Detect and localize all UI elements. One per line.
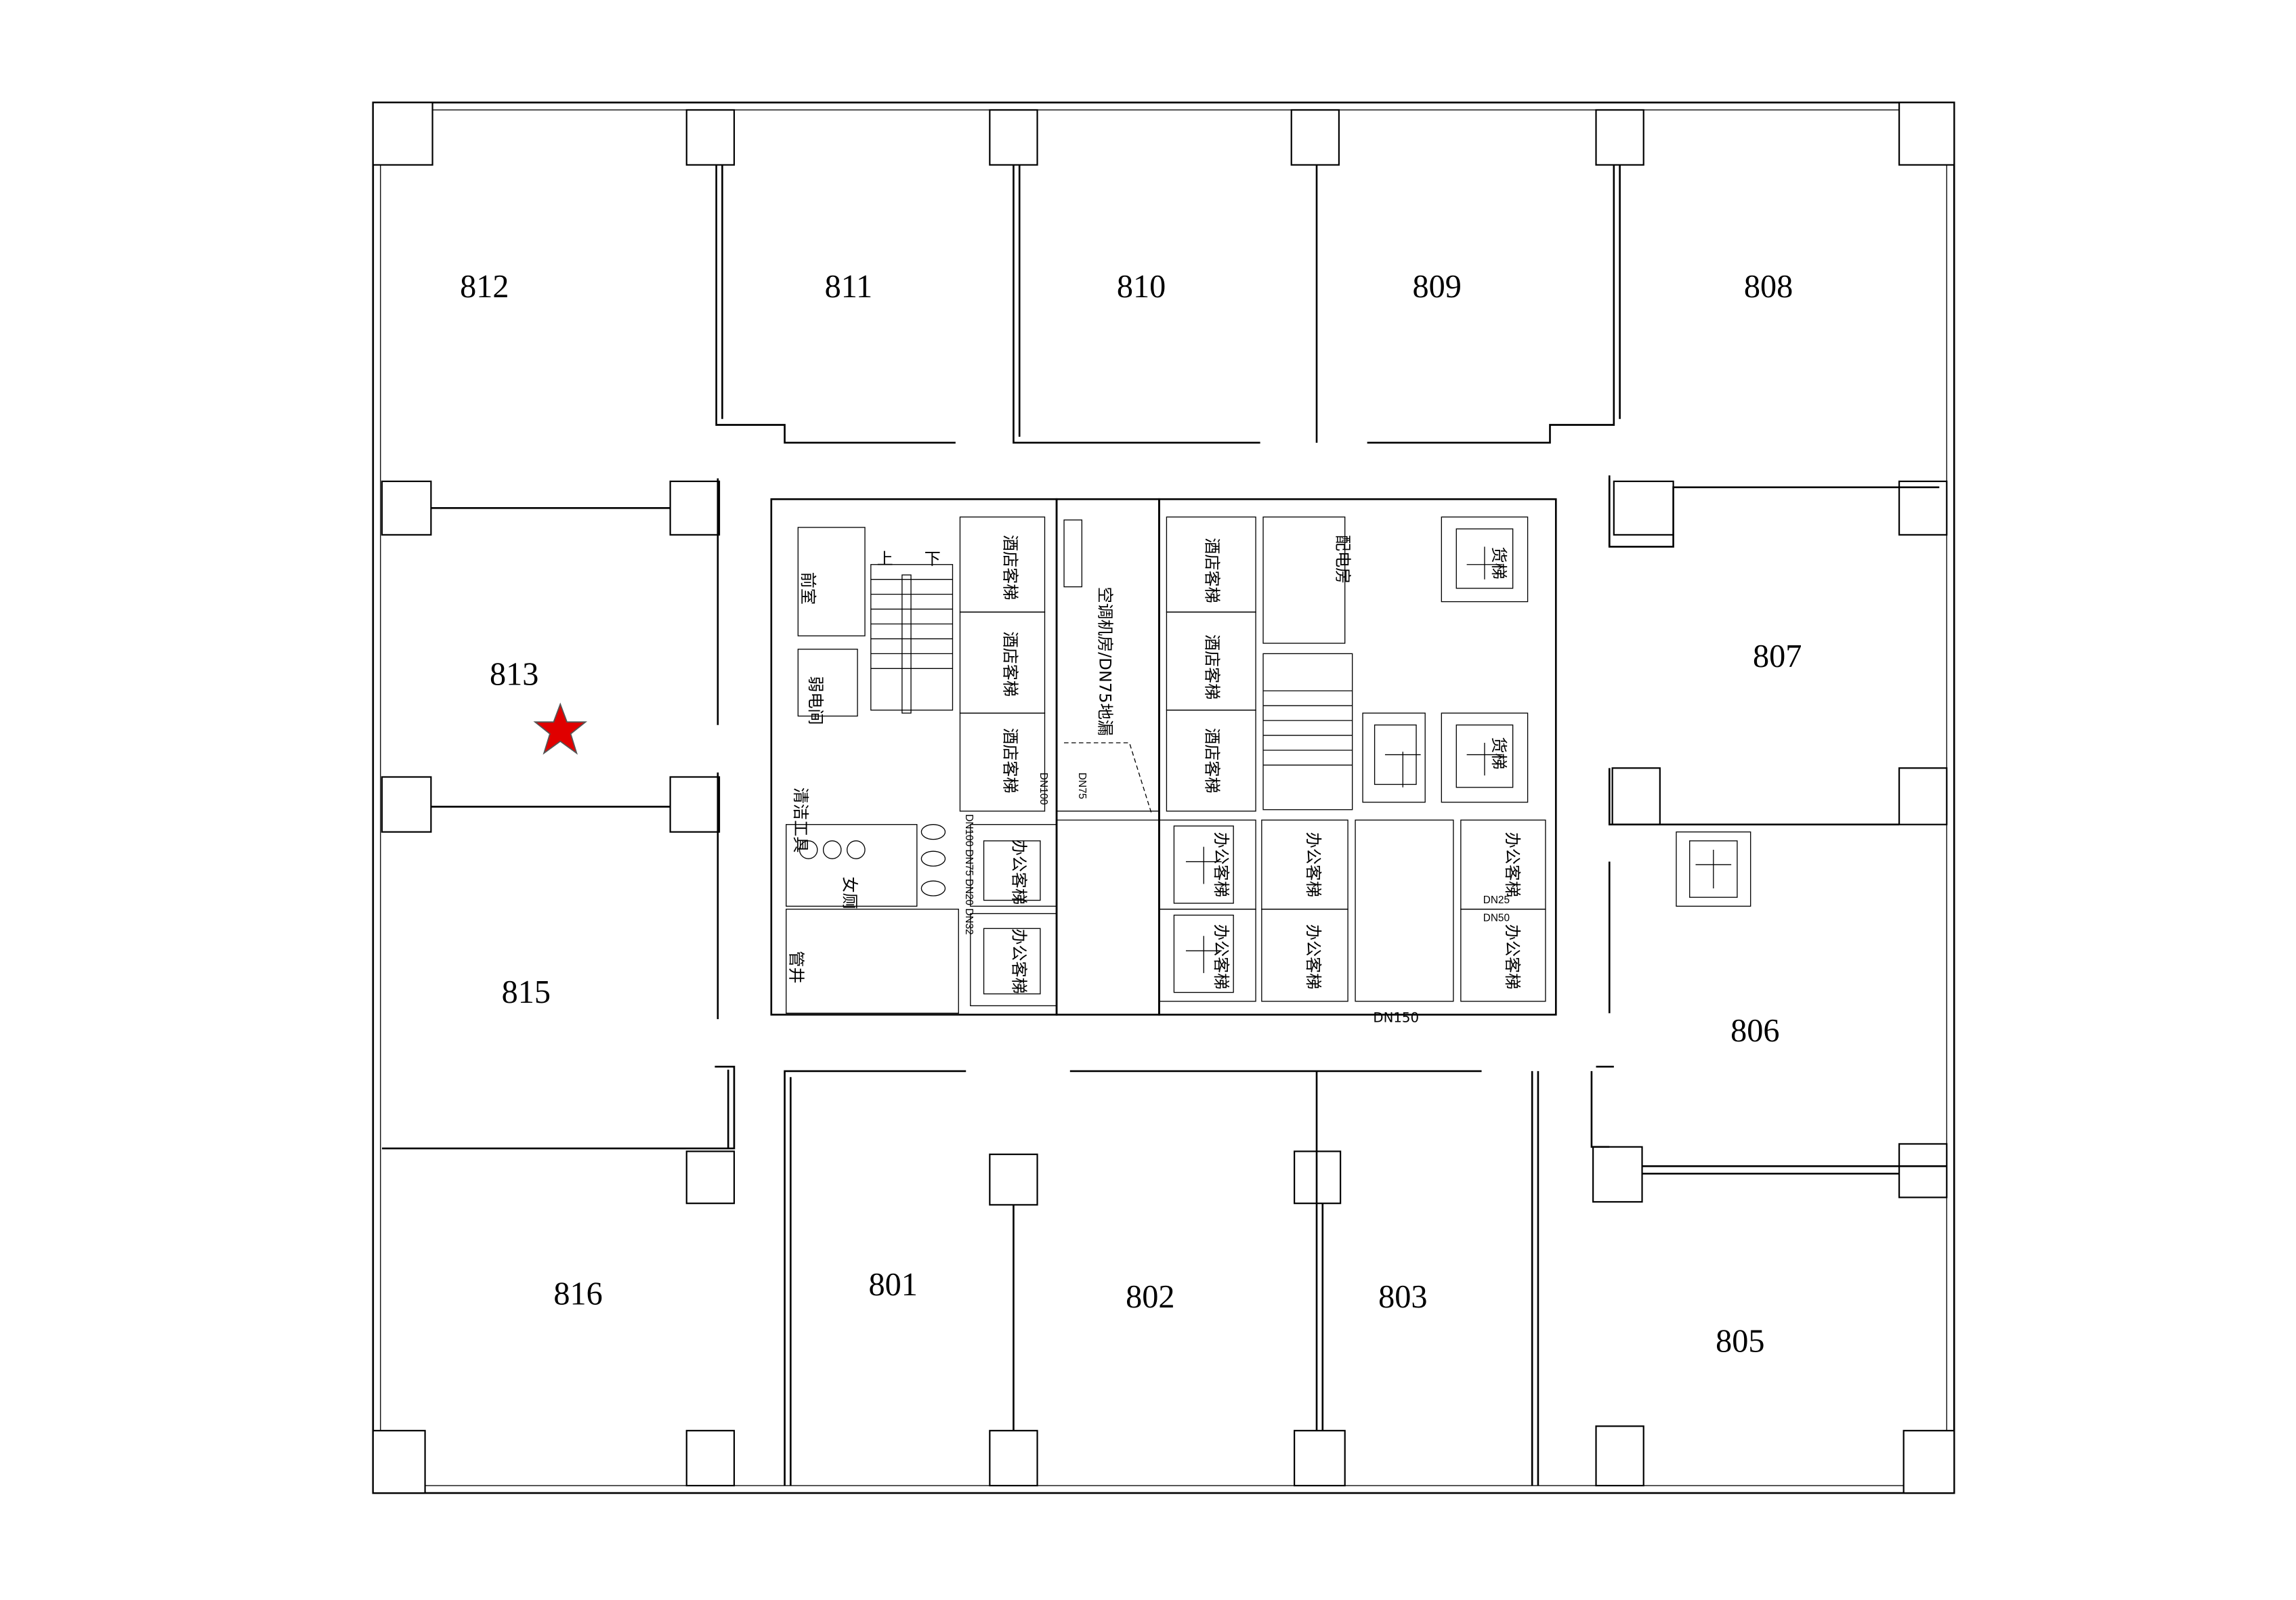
room-809[interactable]: 809	[1413, 269, 1462, 305]
star-icon	[533, 702, 588, 755]
room-806[interactable]: 806	[1730, 1013, 1779, 1049]
label-cleaning: 清洁工具	[791, 787, 810, 853]
label-hotel-elev: 酒店客梯	[1000, 728, 1019, 794]
label-freight-elev: 货梯	[1489, 737, 1508, 769]
room-815[interactable]: 815	[502, 974, 551, 1010]
pipe-dn50: DN50	[1483, 912, 1510, 924]
room-810[interactable]: 810	[1117, 269, 1166, 305]
label-power-room: 配电房	[1334, 535, 1353, 584]
label-office-elev: 办公客梯	[1503, 832, 1522, 898]
label-office-elev: 办公客梯	[1009, 928, 1028, 994]
partition-walls	[381, 165, 1947, 1486]
label-womens-wc: 女厕	[840, 876, 859, 909]
label-hotel-elev: 酒店客梯	[1203, 728, 1222, 794]
room-802[interactable]: 802	[1126, 1279, 1174, 1315]
pipe-dn150: DN150	[1373, 1010, 1419, 1026]
label-hotel-elev: 酒店客梯	[1000, 535, 1019, 601]
room-807[interactable]: 807	[1753, 639, 1802, 674]
label-hotel-elev: 酒店客梯	[1000, 631, 1019, 697]
label-pipe-well: 管井	[786, 951, 805, 983]
building-core	[770, 498, 1751, 1016]
label-hotel-elev: 酒店客梯	[1203, 634, 1222, 700]
label-office-elev: 办公客梯	[1212, 832, 1231, 898]
room-813[interactable]: 813	[490, 656, 538, 692]
label-stair-up: 上	[877, 550, 893, 569]
room-801[interactable]: 801	[869, 1267, 918, 1303]
core-labels: 前室 弱电间 酒店客梯 酒店客梯 酒店客梯 空调机房/DN75地漏 酒店客梯 酒…	[786, 535, 1522, 1026]
room-805[interactable]: 805	[1716, 1324, 1764, 1360]
room-812[interactable]: 812	[460, 269, 509, 305]
label-office-elev: 办公客梯	[1304, 924, 1323, 990]
label-office-elev: 办公客梯	[1304, 832, 1323, 898]
room-808[interactable]: 808	[1744, 269, 1793, 305]
label-office-elev: 办公客梯	[1009, 840, 1028, 905]
pipe-dn100: DN100	[1038, 773, 1049, 805]
label-front-room: 前室	[799, 572, 817, 605]
room-numbers: 812 811 810 809 808 813 807 815 806 816 …	[460, 269, 1802, 1360]
label-weak-elec: 弱电间	[806, 676, 825, 725]
label-stair-down: 下	[924, 550, 941, 569]
pipe-dn75: DN75	[1076, 773, 1088, 799]
pipe-stack: DN100 DN75 DN20 DN32	[963, 814, 975, 934]
label-ac-room: 空调机房/DN75地漏	[1096, 587, 1115, 736]
label-freight-elev: 货梯	[1489, 546, 1508, 579]
room-811[interactable]: 811	[825, 269, 873, 305]
pipe-dn25: DN25	[1483, 894, 1510, 906]
room-803[interactable]: 803	[1378, 1279, 1427, 1315]
label-hotel-elev: 酒店客梯	[1203, 538, 1222, 603]
structural-columns	[372, 102, 1955, 1494]
label-office-elev: 办公客梯	[1212, 924, 1231, 990]
label-office-elev: 办公客梯	[1503, 924, 1522, 990]
room-816[interactable]: 816	[553, 1276, 602, 1312]
